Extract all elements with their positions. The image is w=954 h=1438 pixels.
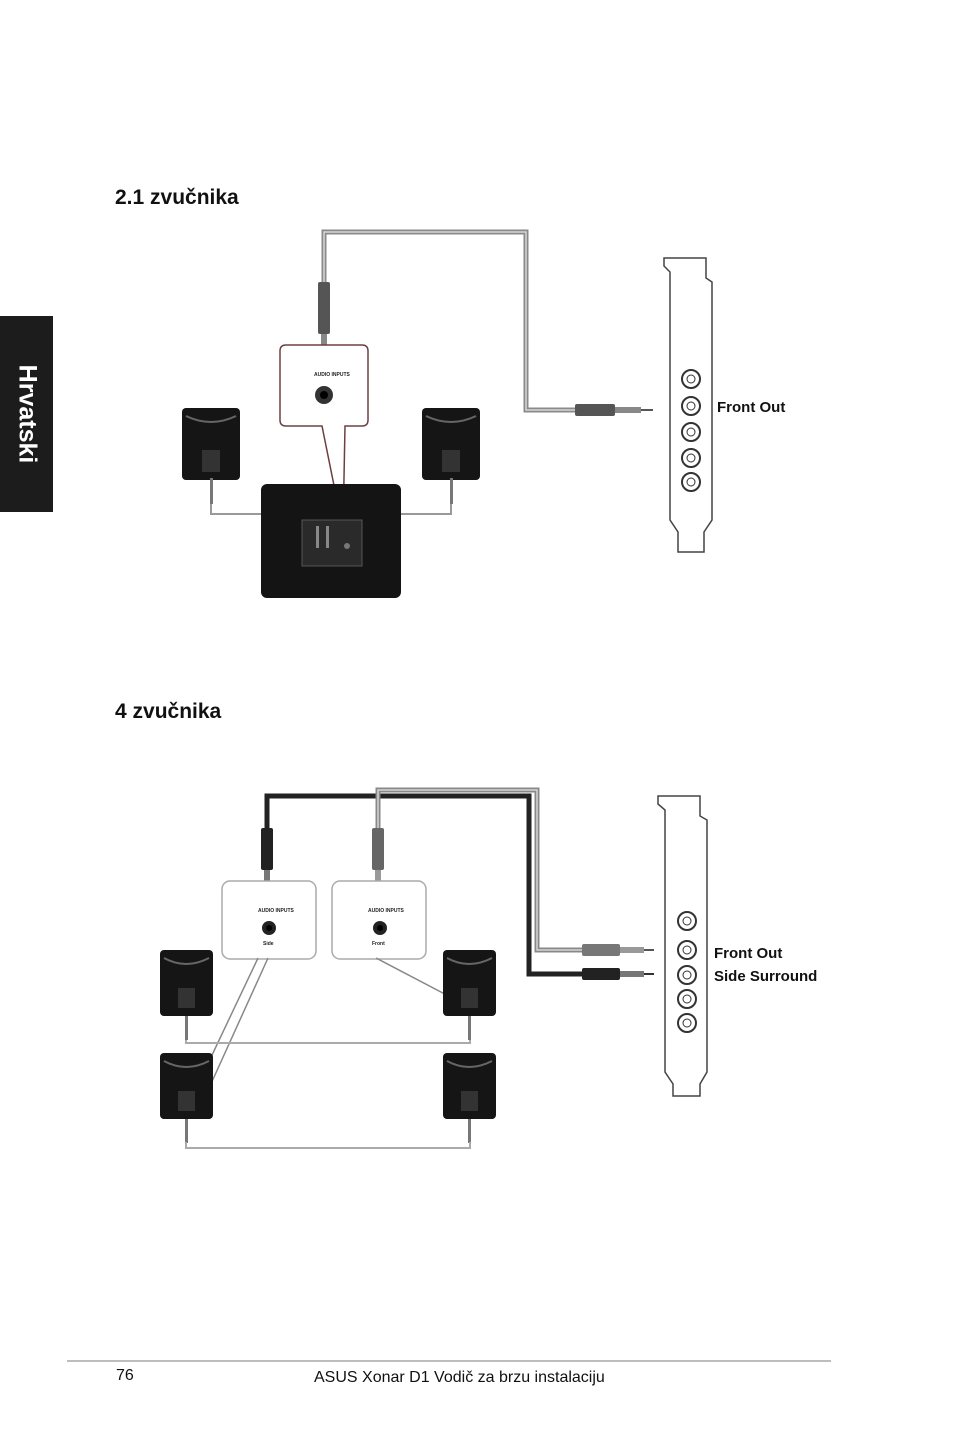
front-out-label: Front Out bbox=[717, 399, 785, 416]
card-plug-front-icon bbox=[582, 944, 654, 956]
panel-label: AUDIO INPUTS bbox=[314, 372, 351, 378]
panel-side-label: AUDIO INPUTS bbox=[258, 908, 295, 914]
panel-front-label: AUDIO INPUTS bbox=[368, 908, 405, 914]
speaker-right-icon bbox=[422, 408, 480, 504]
front-out-label-2: Front Out bbox=[714, 945, 782, 962]
speaker-rear-right-icon bbox=[443, 1053, 496, 1143]
section-title-2-1: 2.1 zvučnika bbox=[115, 186, 239, 209]
card-plug-side-icon bbox=[582, 968, 654, 980]
subwoofer-icon bbox=[261, 484, 401, 598]
footer-divider bbox=[67, 1360, 831, 1362]
speaker-front-left-icon bbox=[160, 950, 213, 1040]
diagram-2-1-speakers: AUDIO INPUTS Front Ou bbox=[182, 229, 785, 598]
footer-title: ASUS Xonar D1 Vodič za brzu instalaciju bbox=[314, 1369, 605, 1386]
audio-inputs-panel-side: AUDIO INPUTS Side bbox=[221, 880, 317, 960]
panel-side-sub: Side bbox=[263, 941, 274, 947]
speaker-front-right-icon bbox=[443, 950, 496, 1040]
sound-card-bracket-icon bbox=[663, 257, 713, 553]
section-title-4: 4 zvučnika bbox=[115, 700, 222, 723]
speaker-left-icon bbox=[182, 408, 240, 504]
audio-inputs-panel: AUDIO INPUTS bbox=[279, 344, 369, 531]
panel-front-sub: Front bbox=[372, 941, 385, 947]
side-surround-label: Side Surround bbox=[714, 968, 817, 985]
language-side-tab: Hrvatski bbox=[0, 316, 53, 512]
sound-card-bracket-2-icon bbox=[657, 795, 708, 1097]
page-number: 76 bbox=[116, 1367, 134, 1384]
card-plug-icon bbox=[575, 404, 653, 416]
speaker-rear-left-icon bbox=[160, 1053, 213, 1143]
audio-inputs-panel-front: AUDIO INPUTS Front bbox=[331, 880, 427, 960]
side-surround-cable bbox=[264, 793, 588, 977]
diagram-4-speakers: AUDIO INPUTS Side AUDIO INPUTS Front bbox=[160, 787, 817, 1149]
